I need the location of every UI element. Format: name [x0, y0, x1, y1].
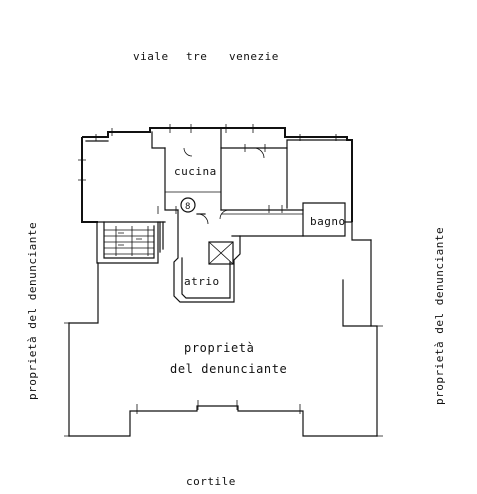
center-owner-line2: del denunciante [170, 362, 287, 376]
unit-number: 8 [185, 202, 190, 212]
unit-number-circle [180, 197, 196, 213]
bathroom-label: bagno [310, 215, 346, 228]
atrio-area [173, 209, 241, 303]
center-owner-line1: proprietà [184, 341, 254, 355]
apartment-outline [78, 124, 353, 237]
street-label-venezie: venezie [229, 50, 279, 63]
street-label-tre: tre [186, 50, 207, 63]
stairwell [96, 221, 164, 264]
lower-property-outline [64, 221, 383, 437]
right-owner-label: proprietà del denunciante [433, 227, 446, 405]
street-label-viale: viale [133, 50, 169, 63]
left-owner-label: proprietà del denunciante [26, 222, 39, 400]
courtyard-label: cortile [186, 475, 236, 488]
entrance-label: atrio [184, 275, 220, 288]
kitchen-label: cucina [174, 165, 217, 178]
